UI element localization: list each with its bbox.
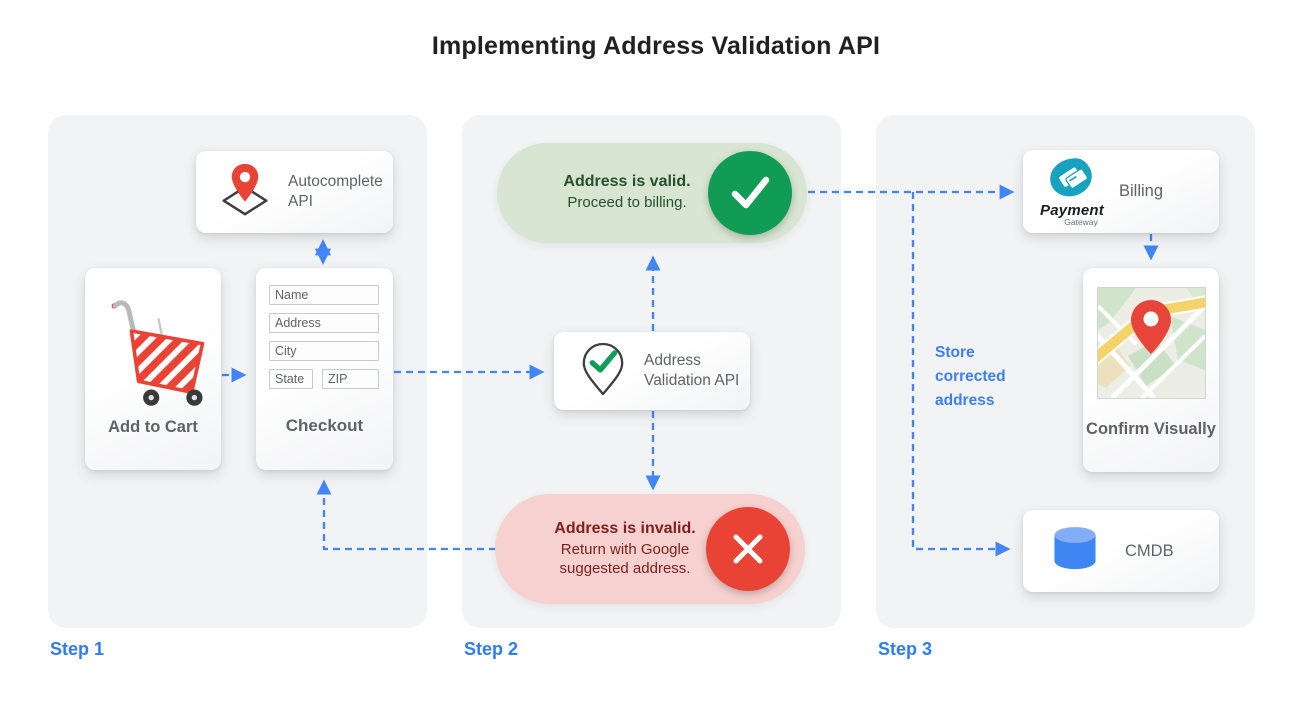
map-thumbnail	[1097, 287, 1206, 399]
form-field-city: City	[269, 341, 379, 361]
payment-gateway-logo: Payment Gateway	[1039, 157, 1105, 227]
address-validation-api-label: Address Validation API	[644, 351, 740, 389]
map-pin-check-icon	[578, 340, 628, 403]
confirm-visually-card: Confirm Visually	[1083, 268, 1219, 472]
store-corrected-address-note: Store corrected address	[935, 344, 1006, 410]
checkout-label: Checkout	[285, 416, 364, 435]
form-field-address: Address	[269, 313, 379, 333]
payment-logo-subtitle: Gateway	[1064, 217, 1098, 227]
address-invalid-title: Address is invalid.	[554, 519, 696, 537]
add-to-cart-label: Add to Cart	[108, 418, 198, 436]
cmdb-card: CMDB	[1023, 510, 1219, 592]
address-invalid-subtitle: Return with Google suggested address.	[559, 540, 691, 578]
form-field-name: Name	[269, 285, 379, 305]
confirm-visually-label: Confirm Visually	[1086, 420, 1216, 438]
step2-label: Step 2	[464, 639, 519, 659]
address-valid-pill: Address is valid. Proceed to billing.	[497, 143, 807, 243]
address-valid-title: Address is valid.	[563, 173, 691, 191]
autocomplete-api-card: Autocomplete API	[196, 151, 393, 233]
map-pin-diamond-icon	[216, 161, 274, 224]
checkout-form: Name Address City State ZIP	[269, 285, 379, 397]
checkmark-icon	[708, 151, 792, 235]
add-to-cart-card: Add to Cart	[85, 268, 221, 470]
cmdb-label: CMDB	[1125, 541, 1174, 560]
step3-label: Step 3	[878, 639, 933, 659]
billing-card: Payment Gateway Billing	[1023, 150, 1219, 233]
x-icon	[706, 507, 790, 591]
page-title: Implementing Address Validation API	[431, 32, 881, 60]
address-validation-api-card: Address Validation API	[554, 332, 750, 410]
checkout-card: Name Address City State ZIP Checkout	[256, 268, 393, 470]
form-field-state: State	[269, 369, 313, 389]
autocomplete-api-label: Autocomplete API	[288, 172, 383, 210]
form-field-zip: ZIP	[322, 369, 379, 389]
payment-logo-title: Payment	[1040, 202, 1104, 219]
step1-label: Step 1	[50, 639, 105, 659]
database-icon	[1047, 522, 1103, 581]
address-valid-subtitle: Proceed to billing.	[567, 194, 687, 212]
address-invalid-pill: Address is invalid. Return with Google s…	[495, 494, 805, 604]
shopping-cart-icon	[99, 290, 207, 413]
billing-label: Billing	[1119, 182, 1164, 200]
